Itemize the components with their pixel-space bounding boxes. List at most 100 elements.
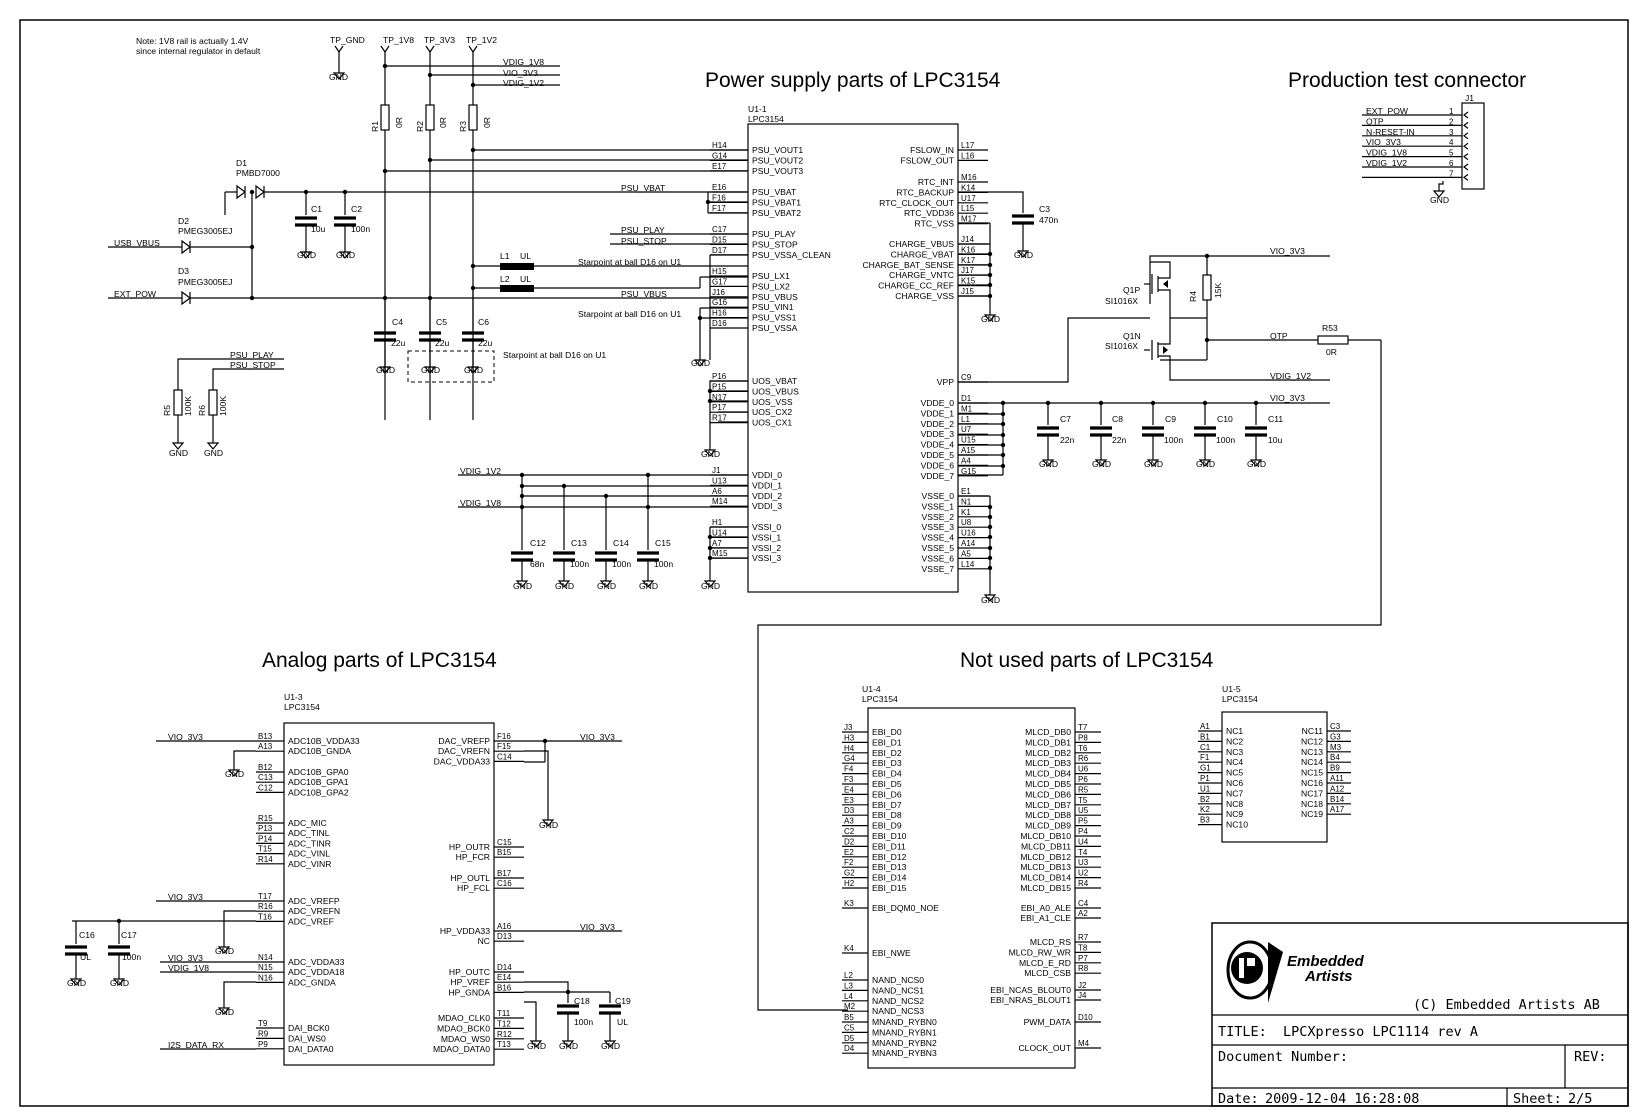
logo-text-2: Artists: [1304, 968, 1353, 985]
pin-number: P8: [1078, 733, 1088, 742]
pin-name: PSU_VOUT1: [752, 145, 803, 155]
svg-text:L1: L1: [500, 251, 510, 261]
pin-number: U2: [1078, 869, 1089, 878]
pin-number: K3: [844, 899, 854, 908]
pin-name: ADC10B_VDDA33: [288, 736, 360, 746]
pin-name: NAND_NCS1: [872, 985, 924, 995]
title-block: Embedded Artists (C) Embedded Artists AB…: [1211, 922, 1629, 1107]
svg-text:C9: C9: [1165, 414, 1176, 424]
vsse-ground: GND: [958, 495, 1000, 605]
pin-name: RTC_VDD36: [904, 208, 954, 218]
j1-pin-number: 1: [1449, 107, 1454, 116]
svg-text:GND: GND: [1196, 459, 1215, 469]
pin-name: MLCD_DB8: [1025, 810, 1071, 820]
svg-text:Starpoint at ball D16 on U1: Starpoint at ball D16 on U1: [578, 257, 681, 267]
pin-number: A2: [1078, 909, 1088, 918]
pin-number: H4: [844, 744, 855, 753]
pin-name: RTC_CLOCK_OUT: [879, 198, 955, 208]
pin-number: G1: [1200, 764, 1211, 773]
pin-number: C15: [497, 838, 512, 847]
pin-name: ADC_TINL: [288, 828, 330, 838]
pin-number: R6: [1078, 754, 1089, 763]
pin-name: VDDE_5: [921, 450, 955, 460]
docnum-label: Document Number:: [1218, 1049, 1348, 1065]
pin-name: FSLOW_IN: [910, 145, 954, 155]
svg-text:VDIG_1V8: VDIG_1V8: [503, 57, 544, 67]
pin-name: PSU_VIN1: [752, 302, 794, 312]
svg-text:GND: GND: [336, 250, 355, 260]
pin-name: VDDI_3: [752, 501, 782, 511]
pin-name: PSU_LX1: [752, 271, 790, 281]
pin-name: NAND_NCS2: [872, 996, 924, 1006]
j1-contact: [1463, 132, 1469, 140]
svg-text:100n: 100n: [654, 559, 673, 569]
pin-name: MLCD_DB13: [1020, 862, 1071, 872]
pin-number: J17: [961, 266, 974, 275]
pin-number: F3: [844, 775, 854, 784]
pin-name: NC3: [1226, 747, 1243, 757]
svg-text:PSU_VBAT: PSU_VBAT: [621, 183, 666, 193]
pin-name: EBI_D7: [872, 800, 902, 810]
pin-number: R15: [258, 814, 273, 823]
pin-number: D13: [497, 932, 512, 941]
pin-number: B15: [497, 848, 512, 857]
svg-text:OTP: OTP: [1270, 331, 1288, 341]
svg-text:GND: GND: [1014, 250, 1033, 260]
pin-name: RTC_BACKUP: [896, 187, 954, 197]
pin-number: U15: [961, 436, 976, 445]
u1-5-symbol: U1-5 LPC3154: [1221, 684, 1328, 843]
pin-name: UOS_VSS: [752, 397, 793, 407]
pin-name: EBI_DQM0_NOE: [872, 903, 939, 913]
pin-number: E16: [712, 183, 727, 192]
svg-text:D2: D2: [178, 216, 189, 226]
pin-name: UOS_VBAT: [752, 376, 798, 386]
pin-name: PSU_LX2: [752, 281, 790, 291]
pin-number: G14: [712, 151, 728, 160]
pin-name: MLCD_DB5: [1025, 779, 1071, 789]
pin-number: T9: [258, 1019, 268, 1028]
pin-number: U6: [1078, 765, 1089, 774]
svg-text:GND: GND: [981, 314, 1000, 324]
pin-number: E17: [712, 162, 727, 171]
pin-number: B16: [497, 983, 512, 992]
pin-name: PSU_VBAT: [752, 187, 797, 197]
pin-number: G2: [844, 869, 855, 878]
svg-text:GND: GND: [691, 358, 710, 368]
u1-3-symbol: U1-3 LPC3154: [283, 692, 495, 1066]
pin-name: MLCD_DB7: [1025, 800, 1071, 810]
pin-name: VSSI_1: [752, 532, 781, 542]
svg-text:C12: C12: [530, 538, 546, 548]
pin-name: NC16: [1301, 778, 1323, 788]
pin-number: N15: [258, 963, 273, 972]
pin-name: VSSI_0: [752, 522, 781, 532]
pin-name: CHARGE_VSS: [895, 291, 954, 301]
j1-signal: EXT_POW: [1366, 106, 1409, 116]
pin-name: VDDE_1: [921, 408, 955, 418]
svg-text:Q1N: Q1N: [1123, 331, 1141, 341]
pin-name: VDDE_3: [921, 429, 955, 439]
pin-number: P6: [1078, 775, 1088, 784]
pin-name: VSSI_3: [752, 553, 781, 563]
pin-name: MLCD_RW_WR: [1009, 947, 1071, 957]
pin-number: D5: [844, 1034, 855, 1043]
pin-name: VDDE_4: [921, 440, 955, 450]
svg-text:GND: GND: [1247, 459, 1266, 469]
u1-5-right-pins: C3NC11G3NC12M3NC13B4NC14B9NC15A11NC16A12…: [1301, 722, 1351, 819]
vout-rails: [382, 147, 748, 174]
svg-text:R4: R4: [1188, 291, 1198, 302]
pin-number: L2: [844, 971, 853, 980]
pin-name: MDAO_CLK0: [438, 1013, 490, 1023]
pin-name: ADC10B_GNDA: [288, 746, 351, 756]
pin-number: A13: [258, 742, 273, 751]
pin-name: MDAO_WS0: [441, 1034, 490, 1044]
pin-name: EBI_NCAS_BLOUT0: [990, 985, 1071, 995]
pin-number: R17: [712, 414, 727, 423]
pin-name: MLCD_DB0: [1025, 727, 1071, 737]
svg-text:R3: R3: [458, 121, 468, 132]
pin-number: T6: [1078, 744, 1088, 753]
pin-name: EBI_A1_CLE: [1020, 913, 1071, 923]
svg-text:GND: GND: [527, 1041, 546, 1051]
pin-name: ADC10B_GPA0: [288, 767, 349, 777]
pin-number: P13: [258, 824, 273, 833]
